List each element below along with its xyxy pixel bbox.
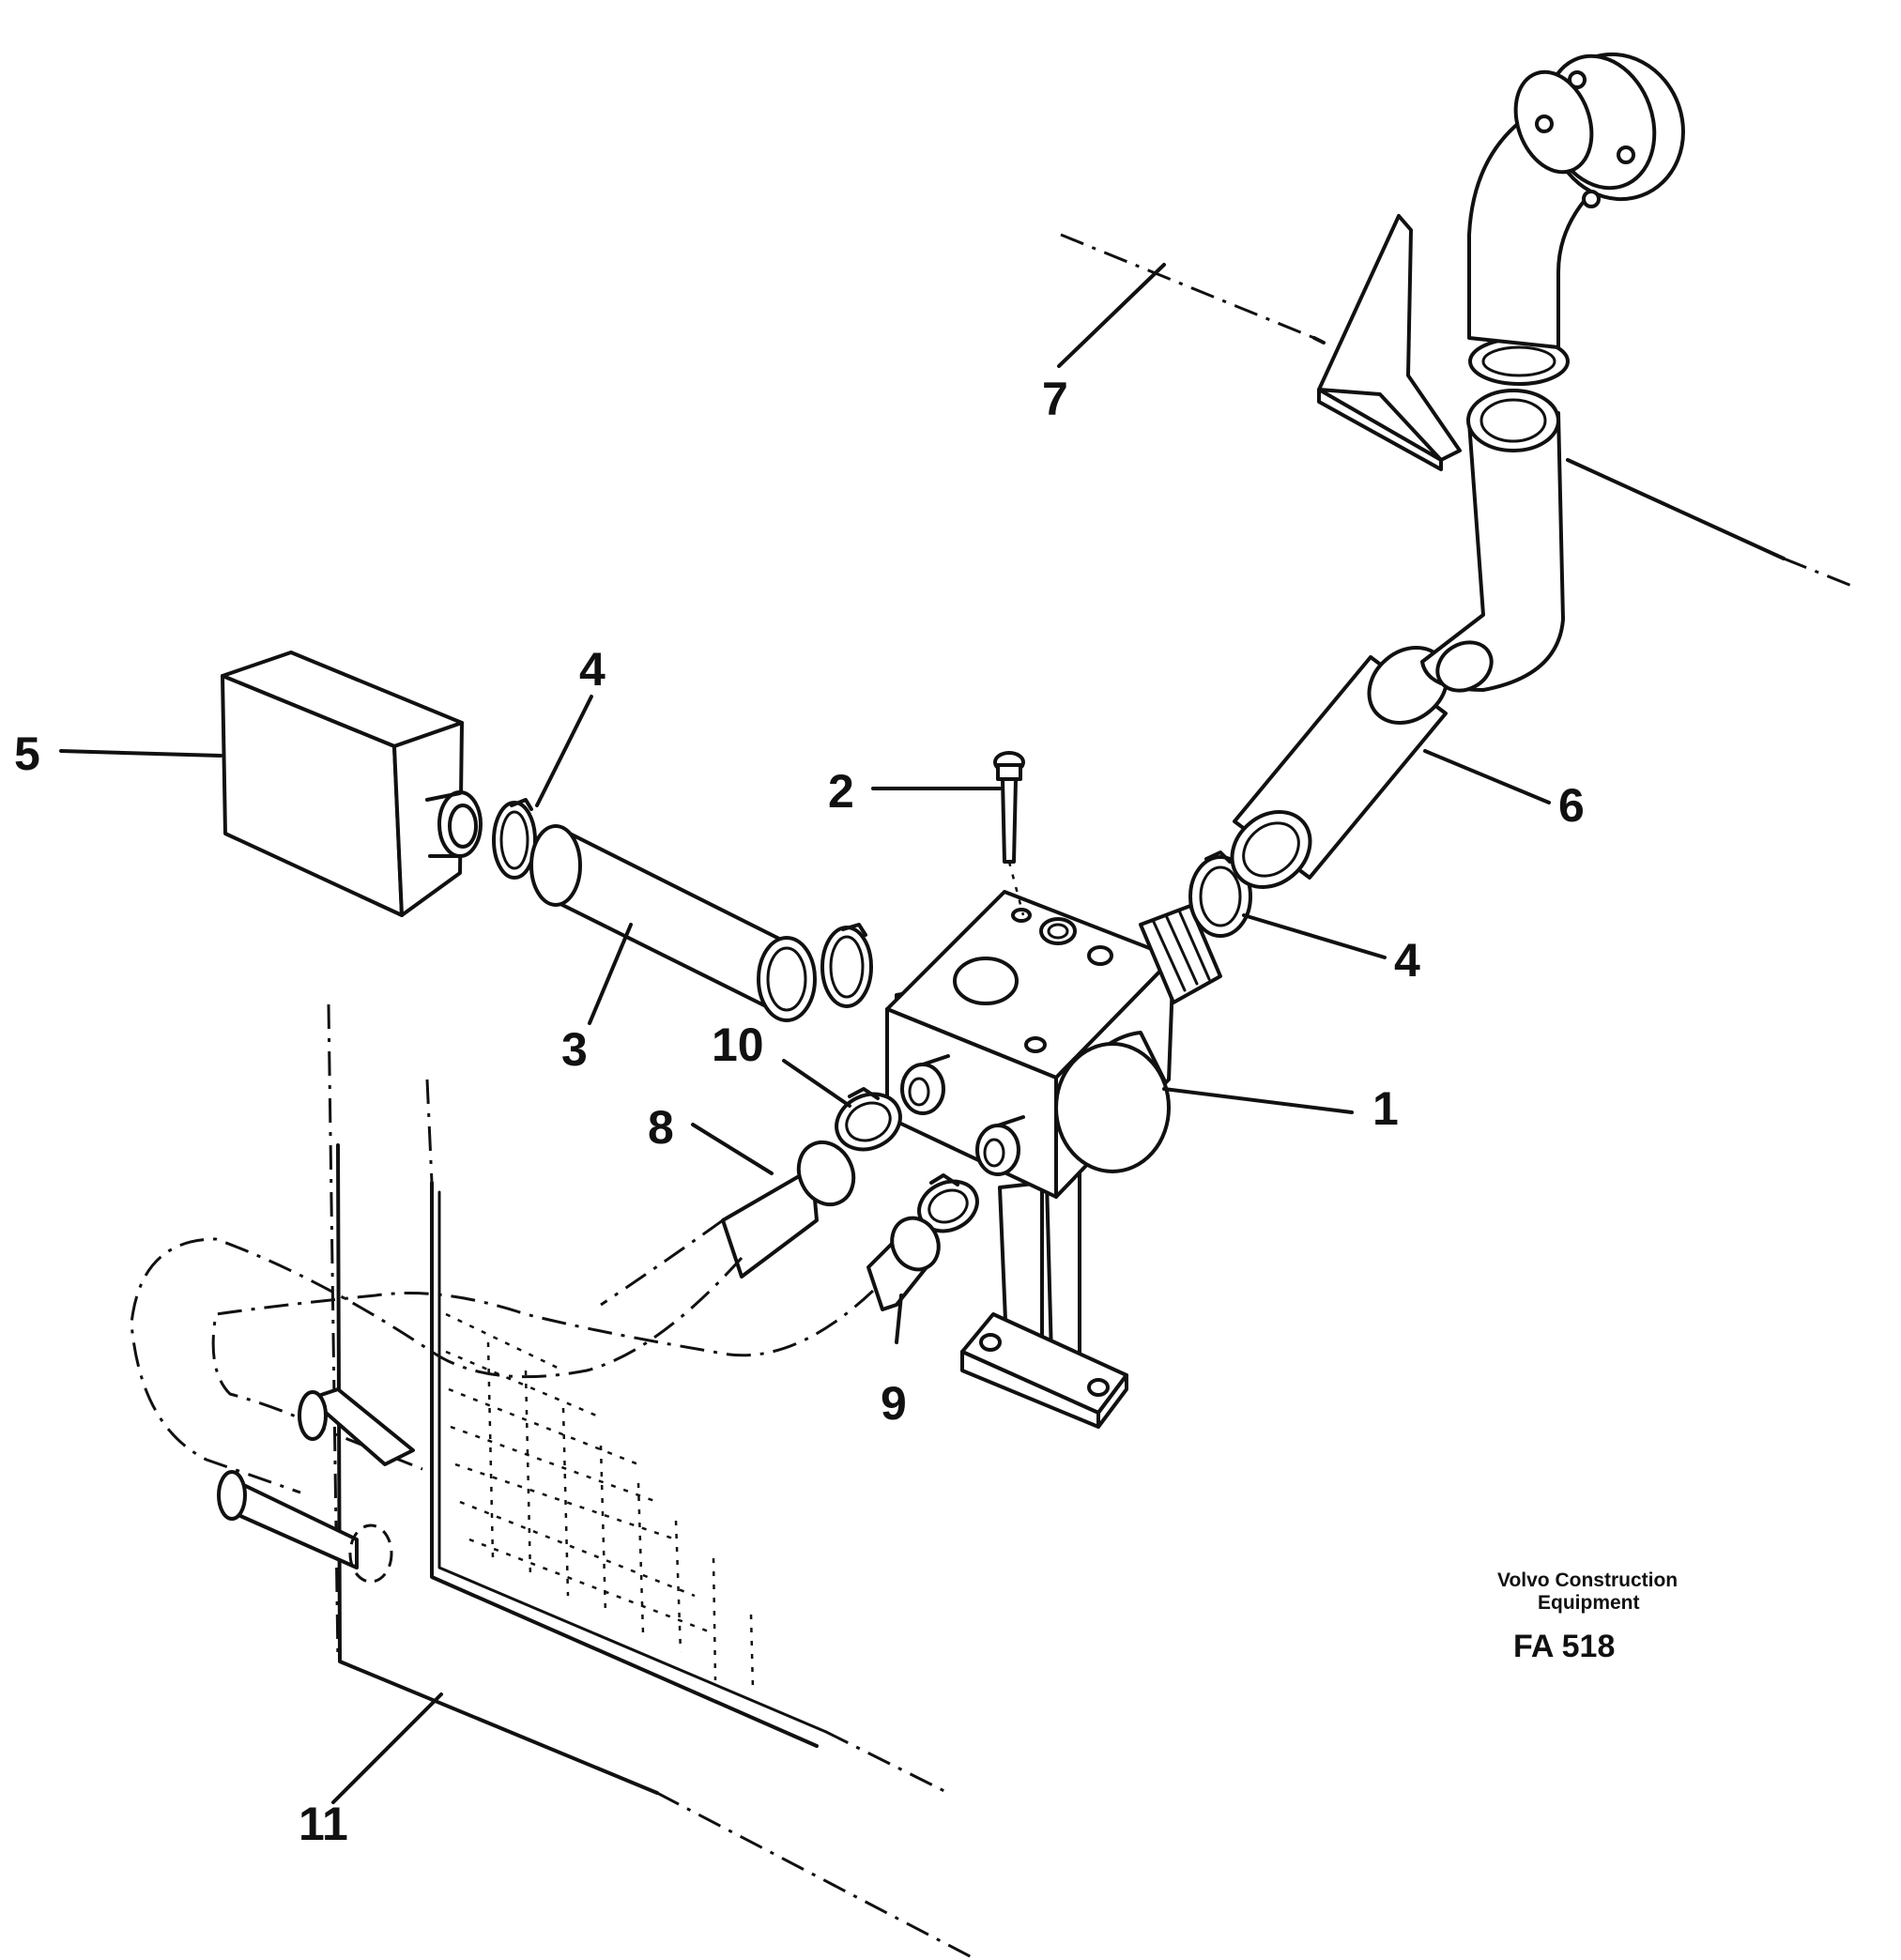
part-11-radiator <box>217 1003 973 1959</box>
figure-footer: Volvo Construction Equipment FA 518 <box>1497 1570 1678 1664</box>
figure-code: FA 518 <box>1513 1629 1615 1664</box>
callout-3: 3 <box>561 1023 588 1076</box>
part-3-hose <box>529 824 817 1022</box>
part-8-hose <box>721 1140 856 1279</box>
part-10-clamps <box>835 1087 979 1233</box>
brand-line-1: Volvo Construction <box>1497 1570 1678 1591</box>
part-4-clamp-mid <box>820 923 873 1008</box>
callout-9: 9 <box>881 1377 907 1430</box>
part-4-clamp-right <box>1188 850 1252 938</box>
part-5-canister <box>221 651 483 917</box>
part-1-valve-block <box>885 890 1222 1429</box>
callout-1: 1 <box>1372 1082 1399 1135</box>
brand-line-2: Equipment <box>1538 1592 1640 1614</box>
callout-4-left: 4 <box>579 643 606 696</box>
callout-4-right: 4 <box>1394 934 1420 987</box>
callout-8: 8 <box>648 1101 674 1154</box>
leader-lines <box>59 263 1551 1804</box>
part-9-hose <box>866 1216 941 1311</box>
callouts: 1 2 3 4 4 5 6 7 8 9 10 11 <box>14 373 1585 1850</box>
part-2-bolt <box>993 751 1025 916</box>
callout-2: 2 <box>828 765 854 818</box>
callout-7: 7 <box>1042 373 1068 425</box>
callout-5: 5 <box>14 727 40 780</box>
part-4-clamp-left <box>492 798 537 880</box>
callout-11: 11 <box>299 1798 348 1850</box>
callout-6: 6 <box>1558 779 1585 832</box>
part-7-elbow-assembly <box>1317 52 1685 693</box>
callout-10: 10 <box>712 1018 764 1071</box>
